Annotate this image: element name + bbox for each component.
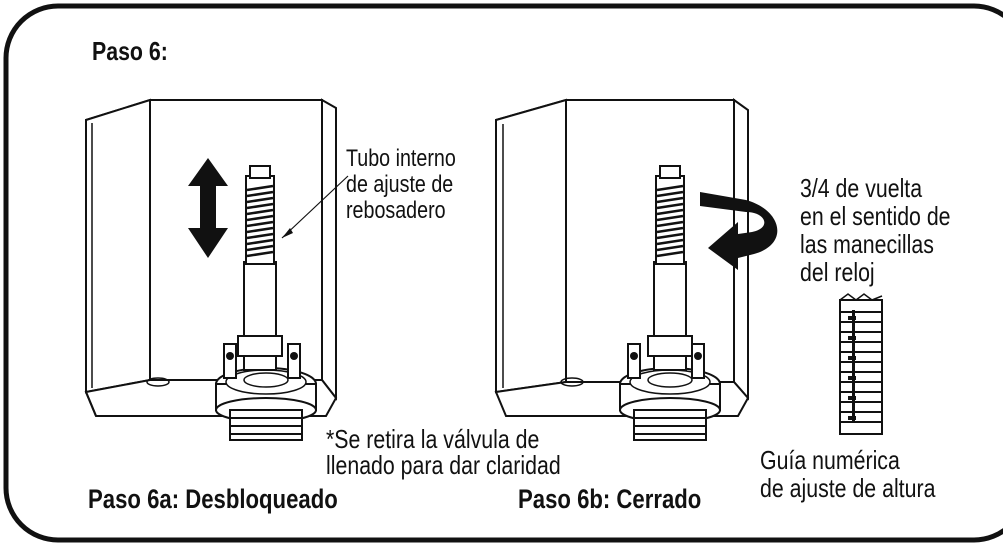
- height-guide-diagram: [839, 293, 883, 435]
- callout-tube-line-3: rebosadero: [346, 197, 446, 224]
- callout-turn-line-4: del reloj: [800, 257, 875, 287]
- height-guide-line-1: Guía numérica: [760, 445, 900, 475]
- tank-6a-diagram: [84, 98, 349, 441]
- caption-6b: Paso 6b: Cerrado: [518, 484, 702, 514]
- caption-6a: Paso 6a: Desbloqueado: [88, 484, 338, 514]
- clarity-note-line-1: *Se retira la válvula de: [326, 424, 540, 454]
- callout-tube-label: Tubo interno de ajuste de rebosadero: [346, 146, 456, 224]
- height-guide-line-2: de ajuste de altura: [760, 473, 936, 503]
- callout-tube-line-1: Tubo interno: [346, 145, 456, 172]
- callout-turn-line-2: en el sentido de: [800, 201, 951, 231]
- clarity-note-line-2: llenado para dar claridad: [326, 450, 561, 480]
- step-title: Paso 6:: [92, 36, 168, 66]
- clarity-note: *Se retira la válvula de llenado para da…: [326, 426, 561, 478]
- tank-6b-diagram: [494, 98, 778, 441]
- callout-turn-label: 3/4 de vuelta en el sentido de las manec…: [800, 174, 951, 286]
- callout-tube-line-2: de ajuste de: [346, 171, 454, 198]
- callout-turn-line-3: las manecillas: [800, 229, 934, 259]
- height-guide-label: Guía numérica de ajuste de altura: [760, 446, 935, 502]
- callout-turn-line-1: 3/4 de vuelta: [800, 173, 923, 203]
